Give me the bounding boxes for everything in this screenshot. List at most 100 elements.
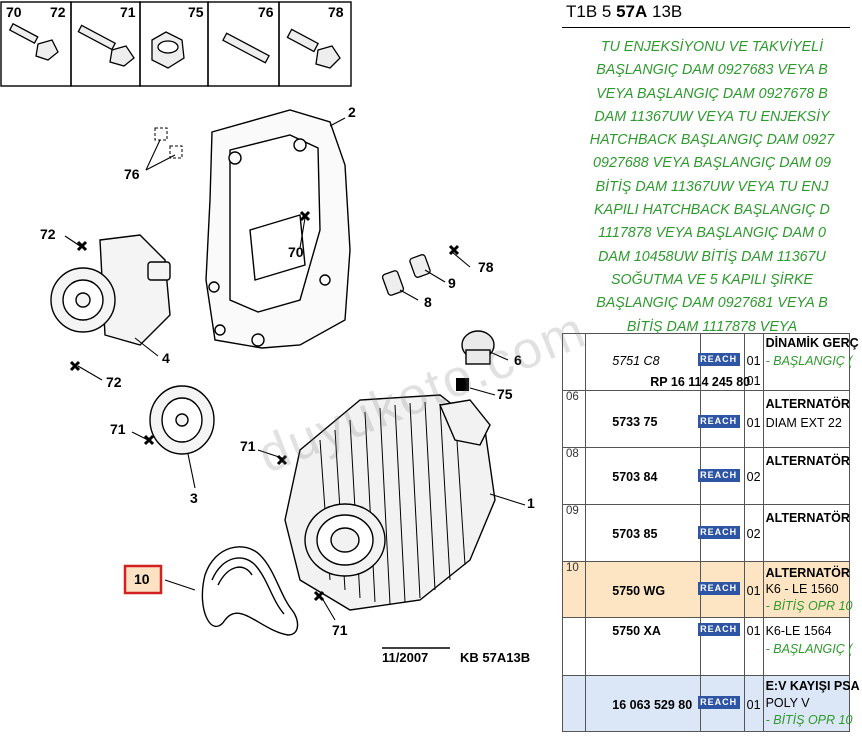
quantity: 01 xyxy=(746,584,761,598)
description-line: HATCHBACK BAŞLANGIÇ DAM 0927 xyxy=(589,132,835,149)
mounting-bracket xyxy=(205,109,351,349)
title-suffix: 13B xyxy=(647,2,683,21)
callout-label: 71 xyxy=(110,421,126,437)
fastener-boxes xyxy=(0,1,352,87)
description-line: BİTİŞ DAM 11367UW VEYA TU ENJ xyxy=(595,178,829,195)
callout-label: 8 xyxy=(424,294,432,310)
tensioner-assembly xyxy=(50,234,171,346)
part-reference: 5703 85 xyxy=(612,527,658,541)
callout-label: 71 xyxy=(120,4,136,20)
reach-badge: REACH xyxy=(697,469,740,482)
idler-pulley xyxy=(149,385,215,455)
title-divider xyxy=(562,27,850,28)
description-line: DAM 10458UW BİTİŞ DAM 11367U xyxy=(598,248,826,265)
row-index: 08 xyxy=(561,447,587,505)
part-name: DİNAMİK GERÇ xyxy=(765,336,859,350)
part-name: ALTERNATÖR xyxy=(765,566,850,580)
applicability-description: TU ENJEKSİYONU VE TAKVİYELİ BAŞLANGIÇ DA… xyxy=(562,36,862,339)
part-reference: 5733 75 xyxy=(612,415,658,429)
part-reference: 5750 WG xyxy=(612,584,666,598)
part-name: E:V KAYIŞI PSA xyxy=(765,679,860,693)
pin-76-icon xyxy=(222,32,270,64)
poly-v-belt xyxy=(201,546,299,636)
part-detail: DIAM EXT 22 xyxy=(765,416,842,430)
part-reference: 16 063 529 80 xyxy=(612,698,693,712)
callout-label: 75 xyxy=(497,386,513,402)
description-line: 0927688 VEYA BAŞLANGIÇ DAM 09 xyxy=(593,155,831,172)
part-note: - BİTİŞ OPR 10 xyxy=(765,599,853,613)
reach-badge: REACH xyxy=(697,582,740,595)
quantity-secondary: 01 xyxy=(746,374,761,388)
bolt-78-icon xyxy=(286,28,341,69)
quantity: 01 xyxy=(746,698,761,712)
row-index: 06 xyxy=(561,390,587,448)
callout-label: 70 xyxy=(288,244,304,260)
callout-label: 71 xyxy=(332,622,348,638)
row-index xyxy=(561,617,587,676)
title-bold: 57A xyxy=(616,2,648,21)
row-index: 10 xyxy=(561,561,587,618)
quantity: 01 xyxy=(746,416,761,430)
quantity: 01 xyxy=(746,624,761,638)
callout-label: 76 xyxy=(258,4,274,20)
bolt-70-icon xyxy=(8,22,59,61)
spacers-8-9 xyxy=(381,254,431,296)
table-row[interactable]: 06 5733 75 REACH 01 ALTERNATÖR DIAM EXT … xyxy=(561,390,851,448)
part-note: - BAŞLANGIÇ ( xyxy=(765,642,853,656)
table-row[interactable]: 09 5703 85 REACH 02 ALTERNATÖR xyxy=(561,504,851,562)
parts-table: 5751 C8 RP 16 114 245 80 REACH 01 01 DİN… xyxy=(561,333,860,732)
description-line: BAŞLANGIÇ DAM 0927683 VEYA B xyxy=(596,62,828,79)
callout-label: 72 xyxy=(50,4,66,20)
nut-75-icon xyxy=(151,31,185,69)
callout-label: 71 xyxy=(240,438,256,454)
callout-label: 76 xyxy=(124,166,140,182)
table-row[interactable]: 08 5703 84 REACH 02 ALTERNATÖR xyxy=(561,447,851,505)
part-name: ALTERNATÖR xyxy=(765,511,850,525)
table-row-selected[interactable]: 16 063 529 80 REACH 01 E:V KAYIŞI PSA PO… xyxy=(561,675,860,732)
reach-badge: REACH xyxy=(697,415,740,428)
description-line: DAM 11367UW VEYA TU ENJEKSİY xyxy=(594,108,830,125)
callout-label: 6 xyxy=(514,352,522,368)
callout-label-highlighted: 10 xyxy=(134,571,150,587)
description-line: SOĞUTMA VE 5 KAPILI ŞİRKE xyxy=(610,271,814,288)
callout-label: 1 xyxy=(527,495,535,511)
row-index: 09 xyxy=(561,504,587,562)
reach-badge: REACH xyxy=(697,353,740,366)
reach-badge: REACH xyxy=(697,526,740,539)
callout-10-highlight xyxy=(123,564,163,595)
diagram-code: KB 57A13B xyxy=(460,650,531,665)
fixing-markers xyxy=(69,210,460,602)
quantity: 01 xyxy=(746,354,761,368)
callout-label: 70 xyxy=(6,4,22,20)
bolt-71-icon xyxy=(77,24,135,67)
table-row[interactable]: 5751 C8 RP 16 114 245 80 REACH 01 01 DİN… xyxy=(561,333,859,391)
leader-lines xyxy=(64,117,526,621)
quantity: 02 xyxy=(746,470,761,484)
connector-6 xyxy=(461,330,495,365)
description-line: BİTİŞ DAM 1117878 VEYA xyxy=(626,318,798,335)
quantity: 02 xyxy=(746,527,761,541)
table-row-highlighted[interactable]: 10 5750 WG REACH 01 ALTERNATÖR K6 - LE 1… xyxy=(561,561,853,618)
part-reference: 5703 84 xyxy=(612,470,658,484)
part-detail: K6-LE 1564 xyxy=(765,624,832,638)
exploded-parts-diagram: 70 72 71 75 76 78 2 76 70 72 78 9 8 4 6 … xyxy=(0,1,535,665)
callout-label: 78 xyxy=(328,4,344,20)
table-row[interactable]: 5750 XA REACH 01 K6-LE 1564 - BAŞLANGIÇ … xyxy=(561,617,853,676)
part-reference: 5751 C8 xyxy=(612,354,660,368)
row-index xyxy=(561,675,587,732)
description-line: VEYA BAŞLANGIÇ DAM 0927678 B xyxy=(596,85,828,102)
title-prefix: T1B 5 xyxy=(566,2,617,21)
part-reference: 5750 XA xyxy=(612,624,661,638)
nut-75-marker xyxy=(456,378,469,391)
pins-76 xyxy=(154,127,183,159)
callout-label: 3 xyxy=(190,490,198,506)
callout-label: 4 xyxy=(162,350,170,366)
callout-label: 78 xyxy=(478,259,494,275)
part-detail: K6 - LE 1560 xyxy=(765,582,839,596)
description-line: TU ENJEKSİYONU VE TAKVİYELİ xyxy=(600,39,824,55)
diagram-drawing xyxy=(0,1,526,649)
part-note: - BİTİŞ OPR 10 xyxy=(765,713,853,727)
reach-badge: REACH xyxy=(697,696,740,709)
callout-label: 9 xyxy=(448,275,456,291)
row-index xyxy=(561,333,587,391)
